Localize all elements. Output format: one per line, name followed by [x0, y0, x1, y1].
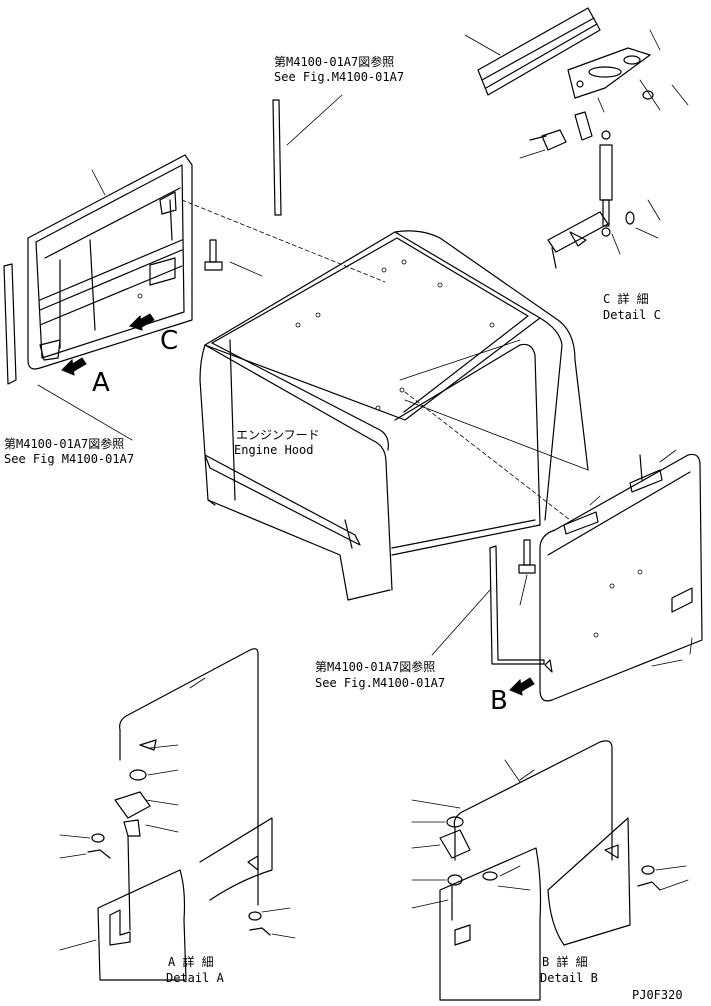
ref-top-jp: 第M4100-01A7図参照 [274, 55, 395, 69]
view-letter-a: A [92, 368, 110, 398]
detail-c-label-jp: C 詳 細 [603, 292, 649, 306]
detail-c-drawing [464, 7, 689, 269]
detail-b-drawing [411, 740, 689, 1001]
ref-left-en: See Fig M4100-01A7 [4, 452, 135, 466]
view-letter-c: C [160, 326, 179, 356]
hood-label-en: Engine Hood [234, 443, 314, 457]
ref-mid-jp: 第M4100-01A7図参照 [315, 660, 436, 674]
detail-a-drawing [59, 648, 296, 981]
detail-c-label-en: Detail C [603, 308, 661, 322]
right-door-panel [431, 449, 703, 702]
ref-mid-en: See Fig.M4100-01A7 [315, 676, 446, 690]
detail-b-label-en: Detail B [540, 971, 598, 985]
view-letter-b: B [490, 686, 508, 716]
ref-top-en: See Fig.M4100-01A7 [274, 70, 405, 84]
hood-label-jp: エンジンフード [236, 428, 320, 442]
detail-a-label-en: Detail A [166, 971, 224, 985]
detail-a-label-jp: A 詳 細 [168, 955, 214, 969]
drawing-code: PJ0F320 [632, 988, 683, 1002]
left-door-panel [3, 154, 263, 441]
engine-hood [181, 199, 589, 601]
ref-left-jp: 第M4100-01A7図参照 [4, 437, 125, 451]
leader-top-ref [286, 94, 343, 146]
detail-b-label-jp: B 詳 細 [542, 955, 588, 969]
seal-rod-top [272, 99, 282, 216]
